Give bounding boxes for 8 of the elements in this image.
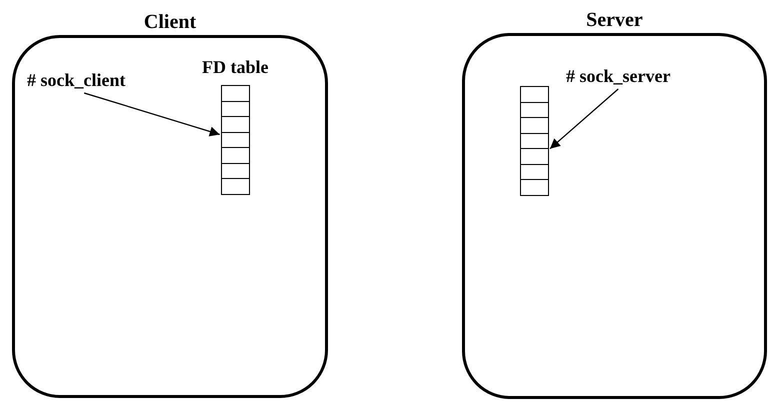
socket-label: # sock_client: [27, 70, 126, 90]
socket-label: # sock_server: [566, 66, 670, 86]
fd-table-column: [520, 86, 549, 196]
arrow: [84, 92, 220, 136]
panel-title: Client: [144, 10, 196, 34]
arrow: [550, 88, 619, 150]
panel-title: Server: [586, 8, 643, 32]
table-heading: FD table: [202, 57, 268, 77]
